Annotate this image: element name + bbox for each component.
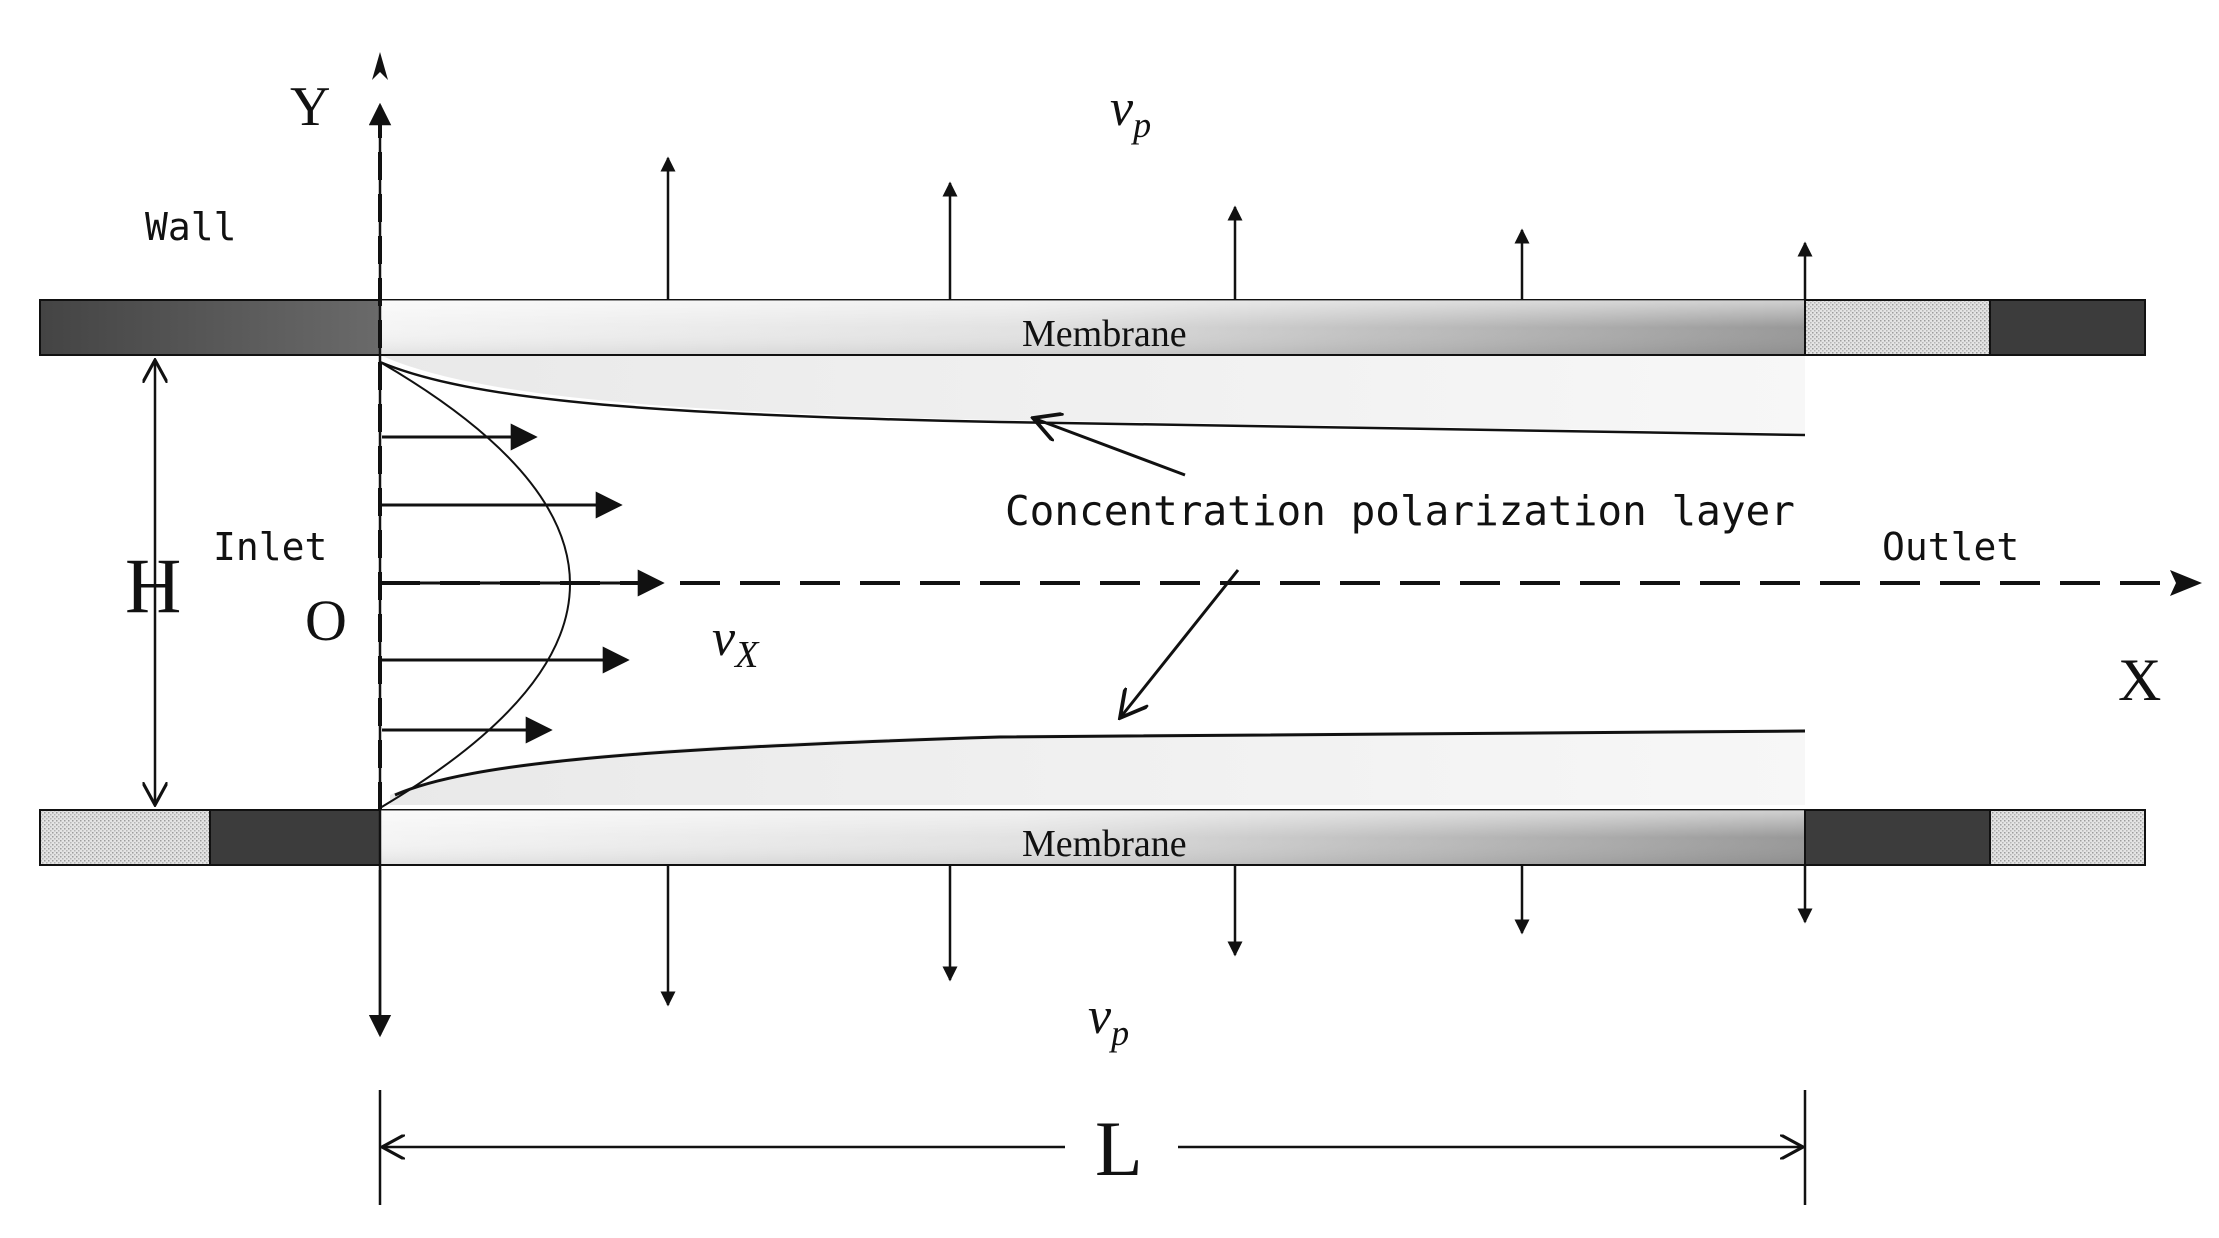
- bottom-wall-left: [209, 809, 381, 866]
- membrane-top-label: Membrane: [1022, 313, 1187, 355]
- membrane-bottom-label: Membrane: [1022, 823, 1187, 865]
- permeate-velocity-bottom-label: vp: [1088, 988, 1129, 1053]
- bottom-seal-dotted: [39, 809, 211, 866]
- permeate-arrows-top: [660, 156, 1813, 300]
- permeate-arrows-bottom: [660, 865, 1813, 1007]
- top-wall-left: [39, 299, 381, 356]
- permeate-velocity-top-label: vp: [1110, 80, 1151, 145]
- bottom-wall-right: [1804, 809, 1991, 866]
- top-seal-dotted: [1804, 299, 1991, 356]
- x-axis-arrowhead-icon: [2170, 570, 2202, 596]
- origin-label: O: [305, 588, 347, 653]
- polarization-boundary-top: [379, 360, 1806, 437]
- polarization-callout-top: [1033, 418, 1186, 477]
- height-label: H: [125, 542, 181, 629]
- polarization-layer-label: Concentration polarization layer: [1005, 487, 1795, 535]
- velocity-arrows: [382, 423, 665, 744]
- polarization-layer-top: [380, 355, 1805, 433]
- bottom-membrane-shade: [380, 810, 1805, 865]
- polarization-callout-bottom: [1120, 569, 1240, 718]
- y-axis-label: Y: [290, 76, 330, 138]
- inlet-label: Inlet: [213, 525, 327, 569]
- wall-label: Wall: [145, 205, 237, 249]
- axial-velocity-label: vX: [712, 610, 760, 676]
- bottom-seal-dotted-right: [1989, 809, 2146, 866]
- polarization-boundary-bottom: [394, 729, 1806, 797]
- outlet-label: Outlet: [1882, 525, 2019, 569]
- top-wall-right: [1989, 299, 2146, 356]
- polarization-layer-bottom: [390, 729, 1805, 805]
- length-label: L: [1095, 1105, 1143, 1192]
- x-axis-label: X: [2118, 647, 2161, 713]
- y-axis-tip-icon: [372, 52, 388, 80]
- top-membrane-shade: [380, 300, 1805, 355]
